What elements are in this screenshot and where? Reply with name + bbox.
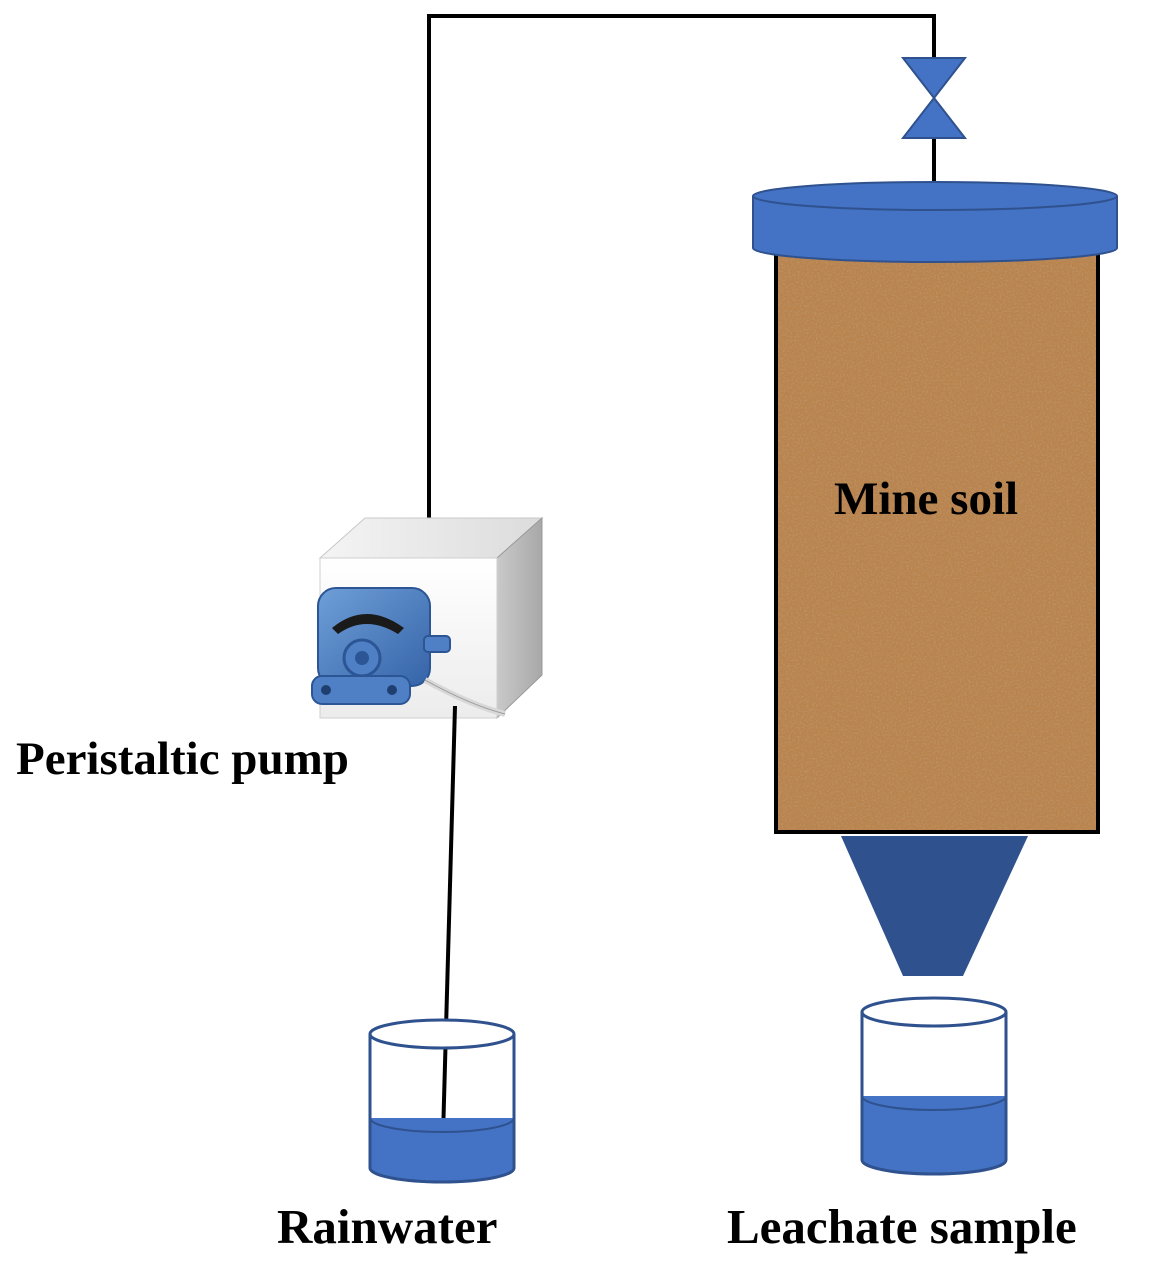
column-funnel [841,836,1028,976]
rainwater-label: Rainwater [277,1199,498,1254]
soil-fill [776,250,1098,832]
intake-tube [441,705,457,1137]
leachate-beaker-icon [860,996,1008,1176]
supply-tube [427,14,936,520]
leachate-label: Leachate sample [727,1199,1077,1254]
valve-icon [900,57,968,139]
column-lid-top [752,181,1118,211]
tubing [427,14,936,520]
pump-label: Peristaltic pump [16,733,349,785]
soil-column-icon [752,181,1118,976]
rainwater-beaker-icon [368,1018,516,1184]
soil-label: Mine soil [834,473,1019,525]
peristaltic-pump-icon [311,516,544,720]
